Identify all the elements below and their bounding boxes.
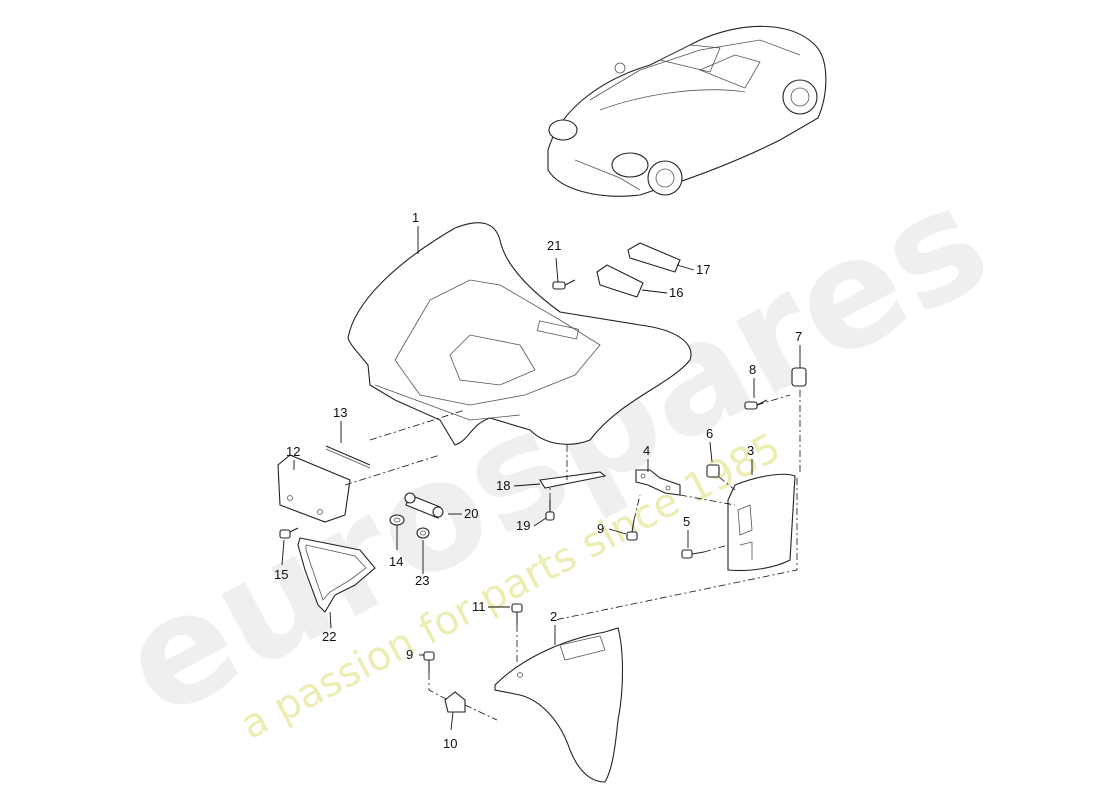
callout-7: 7 xyxy=(795,329,802,344)
pad xyxy=(627,242,681,273)
link xyxy=(404,492,444,519)
screw-5 xyxy=(681,549,705,559)
callout-9b: 9 xyxy=(406,647,413,662)
callout-9a: 9 xyxy=(597,521,604,536)
callout-1: 1 xyxy=(412,210,419,225)
callout-17: 17 xyxy=(696,262,710,277)
car-illustration xyxy=(547,25,827,197)
callout-22: 22 xyxy=(322,629,336,644)
callout-6: 6 xyxy=(706,426,713,441)
assembly-lines xyxy=(344,390,801,721)
strip xyxy=(539,471,607,489)
callout-16: 16 xyxy=(669,285,683,300)
rod xyxy=(325,445,371,469)
plate xyxy=(596,264,644,298)
callout-4: 4 xyxy=(643,443,650,458)
front-fender-panel xyxy=(494,627,624,783)
callout-10: 10 xyxy=(443,736,457,751)
seal-loop xyxy=(297,537,376,613)
callout-20: 20 xyxy=(464,506,478,521)
screw-21 xyxy=(552,279,576,290)
small-bracket xyxy=(444,691,466,713)
callout-11: 11 xyxy=(472,599,486,614)
screw-9b xyxy=(423,651,435,673)
callout-18: 18 xyxy=(496,478,510,493)
clip-nut xyxy=(706,464,720,478)
side-panel xyxy=(727,473,796,572)
callout-12: 12 xyxy=(286,444,300,459)
callout-14: 14 xyxy=(389,554,403,569)
callout-8: 8 xyxy=(749,362,756,377)
callout-3: 3 xyxy=(747,443,754,458)
cover-plate xyxy=(277,454,351,523)
screw-15 xyxy=(279,527,299,539)
screw-9a xyxy=(626,519,638,541)
callout-19: 19 xyxy=(516,518,530,533)
callouts: 1 2 3 4 5 6 7 8 9 9 10 11 12 13 14 15 16… xyxy=(274,210,802,751)
callout-2: 2 xyxy=(550,609,557,624)
screw-11 xyxy=(511,603,523,625)
callout-15: 15 xyxy=(274,567,288,582)
front-body-shell xyxy=(347,222,692,446)
leader-lines xyxy=(281,226,801,731)
callout-5: 5 xyxy=(683,514,690,529)
screw-19 xyxy=(545,500,555,521)
callout-13: 13 xyxy=(333,405,347,420)
callout-23: 23 xyxy=(415,573,429,588)
callout-21: 21 xyxy=(547,238,561,253)
clip xyxy=(791,367,807,387)
